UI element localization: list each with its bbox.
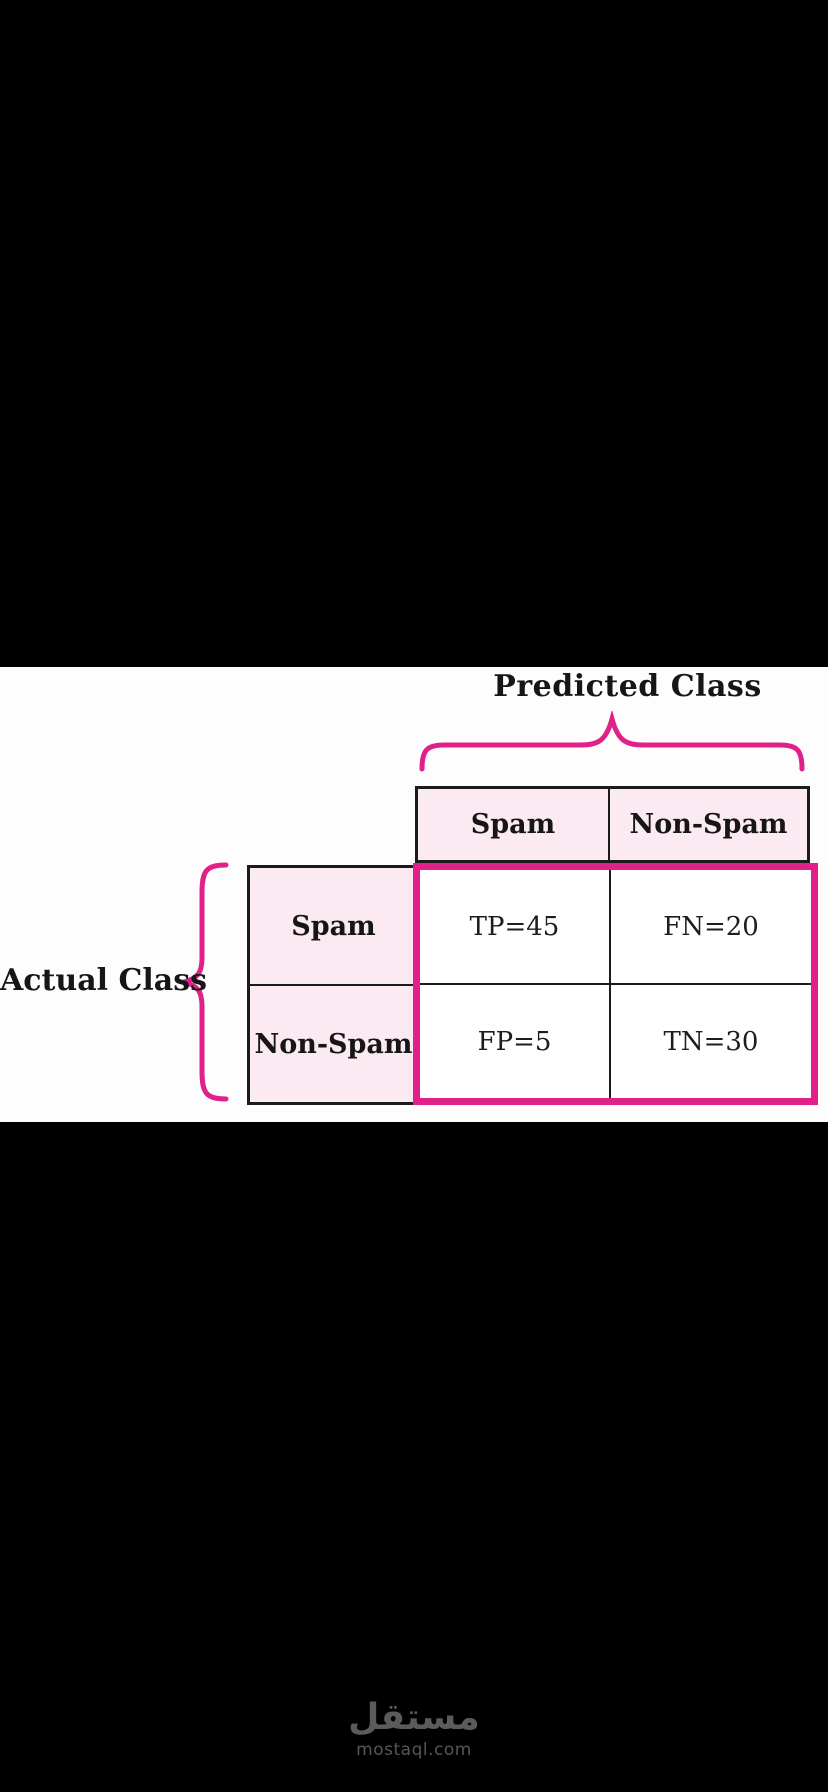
col-header-non-spam: Non-Spam <box>629 809 788 840</box>
cell-false-positive: FP=5 <box>420 985 611 1098</box>
row-header-spam: Spam <box>250 868 417 986</box>
watermark: مستقل mostaql.com <box>0 1697 828 1761</box>
cell-true-negative: TN=30 <box>663 1026 759 1057</box>
cell-true-positive: TP=45 <box>420 870 611 983</box>
predicted-header-row: Spam Non-Spam <box>415 786 810 863</box>
predicted-class-brace-icon <box>419 711 805 772</box>
predicted-class-label: Predicted Class <box>493 669 762 704</box>
actual-class-label: Actual Class <box>0 963 207 998</box>
mostaql-logo: مستقل <box>348 1697 480 1738</box>
matrix-row-non-spam: FP=5 TN=30 <box>420 985 811 1098</box>
confusion-matrix-values: TP=45 FN=20 FP=5 TN=30 <box>413 863 818 1105</box>
col-header-spam: Spam <box>418 789 610 860</box>
matrix-row-spam: TP=45 FN=20 <box>420 870 811 985</box>
row-header-non-spam: Non-Spam <box>254 1028 413 1060</box>
cell-false-negative: FN=20 <box>663 911 759 942</box>
actual-class-brace-icon <box>178 862 229 1102</box>
figure-canvas: Predicted Class Spam Non-Spam Spam Non-S… <box>0 667 828 1122</box>
mostaql-domain: mostaql.com <box>356 1740 472 1760</box>
actual-header-column: Spam Non-Spam <box>247 865 420 1105</box>
